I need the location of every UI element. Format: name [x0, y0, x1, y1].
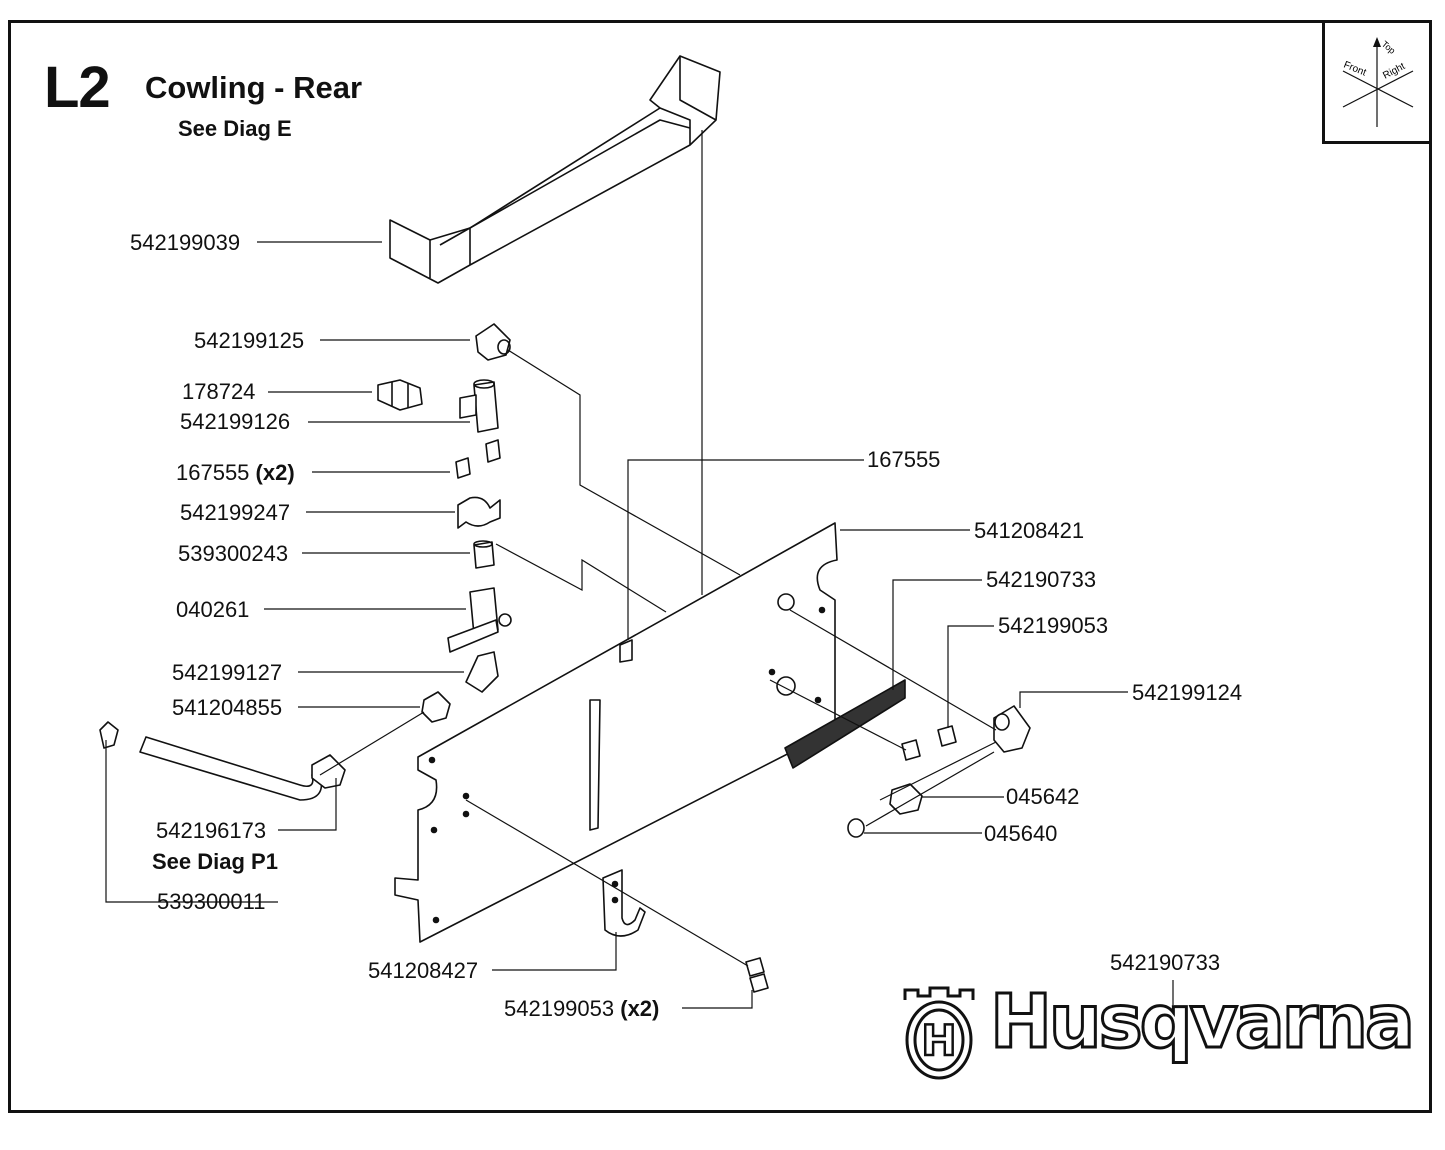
part-label-542196173: 542196173	[156, 818, 267, 843]
part-label-541208427: 541208427	[368, 958, 479, 983]
elbow-fitting-542199124	[993, 705, 1031, 753]
part-label-045642: 045642	[1006, 784, 1080, 809]
coupling-539300243	[473, 540, 495, 569]
orientation-axes-icon: Top Front Right	[1342, 37, 1414, 127]
part-label-539300243: 539300243	[178, 541, 289, 566]
part-label-542199039: 542199039	[130, 230, 241, 255]
part-label-542199247: 542199247	[180, 500, 291, 525]
orientation-indicator: Top Front Right	[1322, 20, 1432, 144]
part-label-542199125: 542199125	[194, 328, 305, 353]
diagram-title: Cowling - Rear	[145, 70, 363, 105]
clip-167555-a	[455, 457, 471, 479]
bolt-542199053	[901, 725, 957, 761]
clamp-539300011	[99, 721, 119, 749]
part-label-542199126: 542199126	[180, 409, 291, 434]
part-label-167555: 167555	[867, 447, 941, 472]
sensor-178724	[377, 379, 423, 411]
part-label-542199124: 542199124	[1132, 680, 1243, 705]
part-label-539300011: 539300011	[157, 889, 266, 914]
valve-040261	[447, 587, 512, 653]
part-label-045640: 045640	[984, 821, 1058, 846]
clip-167555-b	[485, 439, 501, 463]
diagram-code: L2	[44, 55, 111, 120]
part-label-542199053: 542199053	[998, 613, 1109, 638]
part-label-167555-x2: 167555 (x2)	[176, 462, 295, 484]
husqvarna-logo-letter: H	[921, 1016, 956, 1065]
rear-panel-part	[394, 522, 838, 943]
part-label-541204855: 541204855	[172, 695, 283, 720]
husqvarna-wordmark: Husqvarna	[989, 979, 1417, 1065]
leader-lines	[105, 130, 1174, 1009]
part-label-542190733: 542190733	[986, 567, 1097, 592]
washer-045640	[847, 818, 865, 838]
clamp-542199247	[457, 496, 501, 529]
elbow-fitting-542199125	[475, 323, 511, 361]
part-label-541208421: 541208421	[974, 518, 1085, 543]
quantity: (x2)	[620, 996, 660, 1021]
cowling-top-part	[389, 55, 721, 284]
hose-542196173	[139, 736, 346, 801]
seal-strip-part	[784, 679, 906, 769]
quantity: (x2)	[255, 460, 295, 485]
part-label-542199127: 542199127	[172, 660, 283, 685]
diagram-frame	[8, 20, 1432, 1113]
part-number: 542199053	[504, 996, 615, 1021]
elbow-fitting-542199127	[465, 651, 499, 693]
part-label-542199053-x2: 542199053 (x2)	[504, 998, 659, 1020]
part-label-040261: 040261	[176, 597, 250, 622]
part-label-178724: 178724	[182, 379, 256, 404]
tee-fitting-542199126	[459, 379, 499, 433]
part-number: 167555	[176, 460, 250, 485]
diagram-subtitle: See Diag E	[178, 116, 292, 141]
adapter-541204855	[421, 691, 451, 723]
husqvarna-crown-logo	[903, 986, 975, 1080]
hook-bracket-part	[602, 869, 646, 937]
bolts-542199053-x2	[745, 957, 769, 993]
part-label-542190733-logo: 542190733	[1110, 950, 1221, 975]
see-diag-p1-note: See Diag P1	[152, 849, 278, 874]
